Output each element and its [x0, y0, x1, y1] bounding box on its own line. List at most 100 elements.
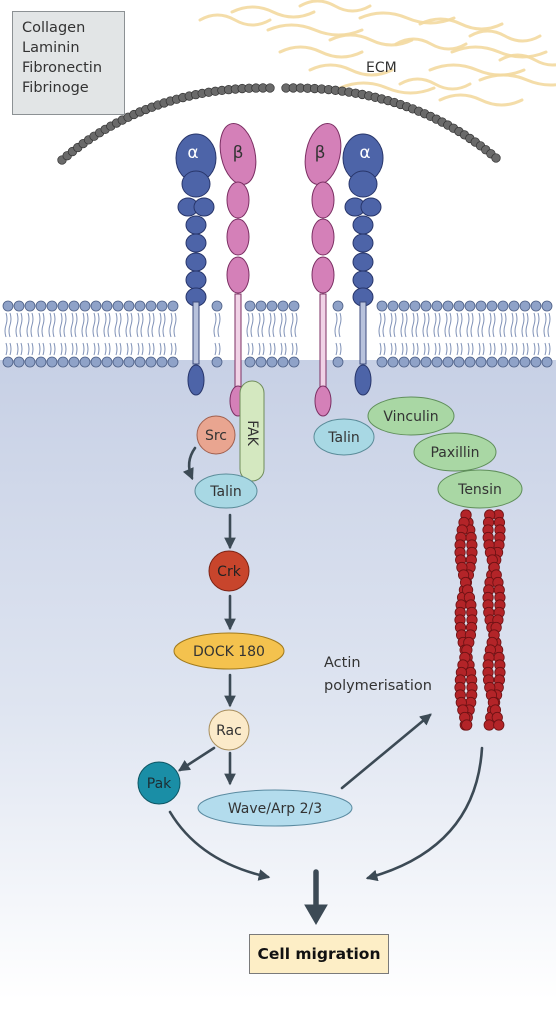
lipid-head	[101, 356, 113, 368]
ecm-component: Fibronectin	[22, 60, 103, 76]
lipid-head	[35, 356, 47, 368]
actin-monomer	[483, 719, 495, 731]
alpha-cytoplasmic-tail	[187, 364, 205, 396]
alpha-subunit-domain	[352, 270, 374, 290]
cell-membrane	[2, 300, 553, 368]
alpha-subunit-domain	[352, 215, 374, 235]
ecm-fiber	[428, 63, 526, 77]
node-crk: Crk	[208, 550, 250, 592]
lipid-head	[134, 356, 146, 368]
beta-subunit-domain	[226, 218, 250, 256]
beta-subunit-domain	[226, 181, 250, 219]
lipid-tail	[543, 312, 551, 338]
lipid-tail	[390, 342, 397, 356]
lipid-tail	[71, 342, 78, 356]
wave-arp-label: Wave/Arp 2/3	[228, 801, 322, 817]
lipid-tail	[93, 342, 100, 356]
beta-label-right: β	[315, 143, 326, 163]
lipid-head	[288, 300, 300, 312]
lipid-tail	[60, 342, 67, 356]
lipid-head	[266, 300, 278, 312]
arrow-head-cell-migration	[304, 904, 328, 925]
alpha-subunit-domain	[185, 270, 207, 290]
vinculin-label: Vinculin	[383, 409, 438, 425]
alpha-subunit-domain	[185, 252, 207, 272]
pathway-arrows	[168, 446, 484, 925]
arrow-actin-to-migration	[365, 746, 484, 882]
lipid-head	[332, 356, 344, 368]
lipid-tail	[103, 312, 111, 338]
lipid-head	[68, 300, 80, 312]
lipid-tail	[4, 312, 12, 338]
node-vinculin: Vinculin	[367, 396, 455, 436]
lipid-tail	[170, 342, 177, 356]
lipid-head	[277, 356, 289, 368]
talin-right-label: Talin	[327, 430, 359, 446]
lipid-tail	[247, 342, 254, 356]
arrow-wave-to-actin	[340, 713, 432, 790]
lipid-head	[244, 356, 256, 368]
lipid-tail	[59, 312, 67, 338]
beta-subunit-domain	[311, 181, 335, 219]
lipid-tail	[214, 342, 221, 356]
lipid-tail	[269, 342, 276, 356]
lipid-head	[167, 356, 179, 368]
lipid-head	[277, 300, 289, 312]
lipid-head	[497, 356, 509, 368]
lipid-tail	[433, 312, 441, 338]
ecm-fiber	[478, 73, 556, 87]
lipid-head	[464, 300, 476, 312]
lipid-tail	[16, 342, 23, 356]
node-rac: Rac	[208, 709, 250, 751]
beta-subunit-head	[219, 122, 257, 186]
lipid-tail	[104, 342, 111, 356]
lipid-tail	[126, 342, 133, 356]
cell-migration-box: Cell migration	[249, 934, 389, 974]
actin-polymerisation-label-line2: polymerisation	[324, 678, 432, 694]
alpha-transmembrane	[192, 301, 200, 365]
lipid-head	[255, 356, 267, 368]
lipid-head	[2, 356, 14, 368]
node-dock180: DOCK 180	[173, 632, 285, 670]
lipid-tail	[411, 312, 419, 338]
lipid-tail	[378, 312, 386, 338]
lipid-head	[387, 356, 399, 368]
beta-subunit-domain	[226, 256, 250, 294]
integrin-receptors	[175, 122, 384, 417]
ecm-fiber	[394, 37, 468, 51]
lipid-tail	[522, 342, 529, 356]
lipid-head	[35, 300, 47, 312]
lipid-tail	[279, 312, 287, 338]
lipid-head	[156, 300, 168, 312]
lipid-tail	[500, 342, 507, 356]
alpha-cytoplasmic-tail	[354, 364, 372, 396]
ecm-fiber	[328, 33, 414, 47]
paxillin-label: Paxillin	[430, 445, 479, 461]
lipid-head	[13, 300, 25, 312]
node-talin-right: Talin	[313, 418, 375, 456]
lipid-head	[530, 356, 542, 368]
alpha-subunit-domain	[348, 170, 378, 198]
lipid-tail	[499, 312, 507, 338]
ecm-fiber	[418, 17, 504, 31]
lipid-head	[211, 300, 223, 312]
lipid-tail	[70, 312, 78, 338]
lipid-tail	[478, 342, 485, 356]
lipid-tail	[423, 342, 430, 356]
lipid-tail	[37, 312, 45, 338]
ecm-label: ECM	[366, 60, 397, 76]
ecm-fiber	[438, 93, 524, 107]
ecm-fiber	[230, 5, 316, 19]
lipid-tail	[257, 312, 265, 338]
lipid-head	[475, 300, 487, 312]
ecm-fiber	[450, 45, 548, 59]
lipid-tail	[291, 342, 298, 356]
fak-label: FAK	[244, 420, 260, 446]
lipid-tail	[114, 312, 122, 338]
beta-subunit-head	[304, 122, 342, 186]
actin-monomer	[493, 719, 505, 731]
lipid-head	[442, 356, 454, 368]
lipid-tail	[511, 342, 518, 356]
lipid-head	[145, 300, 157, 312]
lipid-head	[486, 300, 498, 312]
